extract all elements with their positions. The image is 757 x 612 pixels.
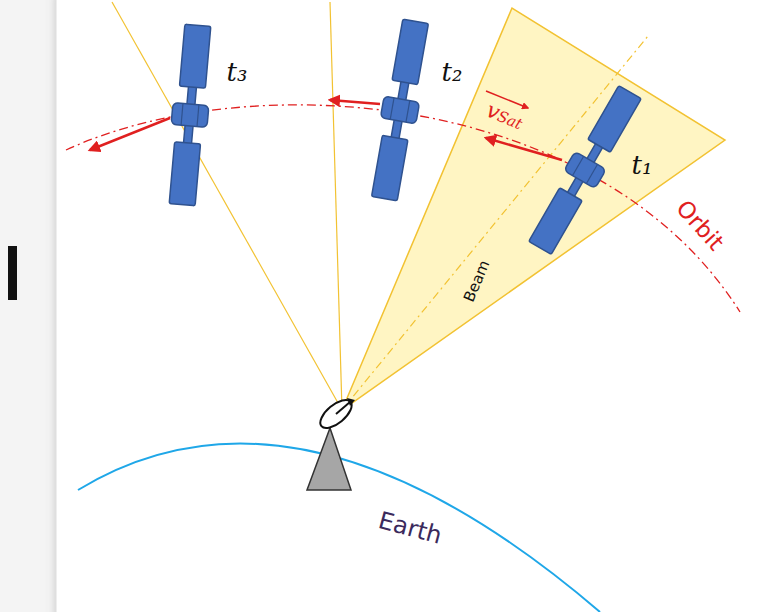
satellite — [367, 18, 434, 202]
earth-surface — [78, 444, 600, 612]
time-label: t₁ — [632, 152, 653, 178]
beam-cone: Beam — [342, 6, 728, 412]
slide-panel — [56, 0, 757, 612]
beam-outline — [342, 6, 728, 412]
time-label: t₂ — [442, 59, 463, 85]
velocity-arrow — [330, 100, 380, 104]
ground-antenna — [307, 395, 356, 490]
velocity-arrow — [90, 118, 170, 150]
beam-shape — [342, 8, 725, 410]
pointing-line — [330, 2, 342, 410]
pointing-line — [112, 2, 342, 410]
time-label: t₃ — [227, 59, 248, 85]
satellite — [164, 24, 216, 206]
edge-bar — [8, 246, 17, 300]
